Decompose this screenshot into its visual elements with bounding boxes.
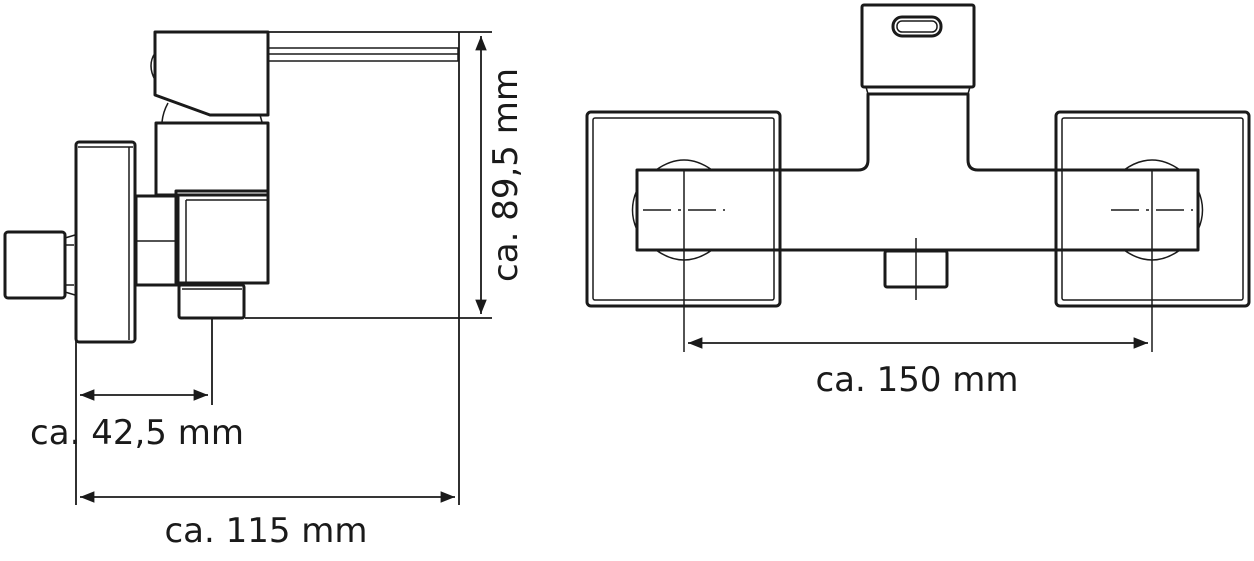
lower-body (174, 189, 270, 285)
center-distance-label: ca. 150 mm (815, 360, 1018, 400)
top-handle (860, 3, 976, 89)
lever-handle-block (153, 30, 270, 117)
projection-label: ca. 42,5 mm (30, 413, 244, 453)
wall-plate (74, 140, 137, 344)
outlet-connector (177, 283, 246, 320)
height-label: ca. 89,5 mm (486, 68, 526, 282)
upper-body (154, 121, 270, 197)
front-view: ca. 150 mm (585, 3, 1251, 400)
side-view: ca. 89,5 mm ca. 42,5 mm ca. 115 mm (3, 30, 526, 551)
eccentric-knob (3, 230, 67, 300)
handle-slot (891, 15, 943, 38)
mixer-body (635, 92, 1200, 252)
handle-cap (150, 52, 156, 81)
depth-label: ca. 115 mm (164, 511, 367, 551)
